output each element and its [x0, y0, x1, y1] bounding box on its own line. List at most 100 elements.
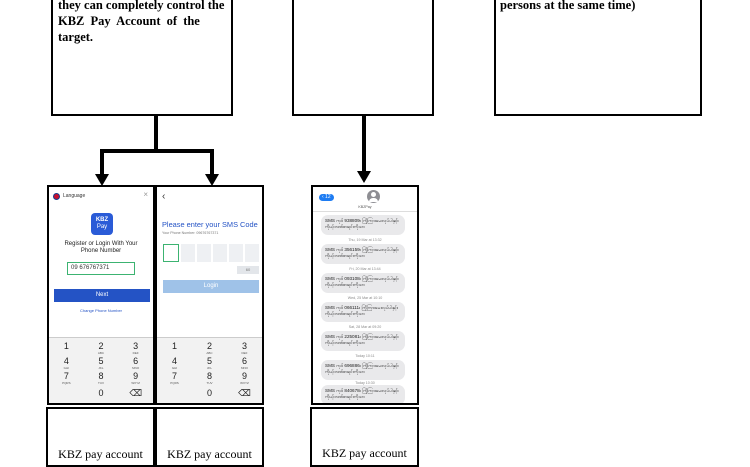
contact-name: KBZPay	[358, 205, 372, 209]
code-box[interactable]	[163, 244, 179, 262]
next-button-label: Next	[95, 292, 109, 298]
sms-timestamp: Today 10:30	[355, 381, 375, 385]
bottom-box-2: KBZ pay account	[155, 407, 264, 467]
sms-timestamp: Sat, 28 Mar at 09:20	[348, 325, 382, 329]
next-button[interactable]: Next	[54, 289, 150, 302]
arrowhead-3	[357, 171, 371, 183]
sms-timestamp: Today 10:11	[355, 354, 375, 358]
connector-vertical-left	[154, 116, 158, 151]
keypad-row: 0 ⌫	[157, 389, 262, 398]
phone-screenshot-sms-inbox: ‹ 12 KBZPay SMS ကုဒ် 938809။ ကြိုကြားမေး…	[311, 185, 419, 405]
sms-bubble: SMS ကုဒ် 840678။ ကြိုကြားမေးလုပ်ပါနှင့်။…	[321, 385, 405, 403]
caption-3: KBZ pay account	[322, 446, 407, 460]
avatar-head	[371, 192, 376, 197]
sms-bubble: SMS ကုဒ် 938809။ ကြိုကြားမေးလုပ်ပါနှင့်။…	[321, 215, 405, 235]
bottom-box-3: KBZ pay account	[310, 407, 419, 467]
code-input-boxes[interactable]	[163, 244, 259, 262]
bottom-box-1: KBZ pay account	[46, 407, 155, 467]
connector-horizontal	[100, 149, 214, 153]
sms-timestamp: Thu, 19 Mar at 13:32	[348, 238, 382, 242]
kbz-pay-logo: KBZ Pay	[91, 213, 113, 235]
connector-drop-1	[100, 149, 104, 175]
keypad-key[interactable]: 0	[206, 388, 212, 398]
login-button[interactable]: Login	[163, 280, 259, 293]
phone-screenshot-sms-code: ‹ Please enter your SMS Code Your Phone …	[155, 185, 264, 405]
connector-vertical-middle	[362, 116, 366, 172]
sms-bubble: SMS ကုဒ် 225081။ ကြိုကြားမေးလုပ်ပါနှင့်။…	[321, 331, 405, 351]
back-badge[interactable]: ‹ 12	[319, 194, 334, 201]
resend-timer-button[interactable]: 60	[237, 266, 259, 274]
keypad-key[interactable]: 0	[98, 388, 104, 398]
code-box[interactable]	[197, 244, 211, 262]
backspace-icon[interactable]: ⌫	[129, 388, 143, 398]
header-divider	[313, 211, 417, 212]
language-flag-icon	[53, 193, 60, 200]
contact-avatar	[367, 190, 380, 203]
logo-text-bottom: Pay	[96, 224, 108, 230]
top-right-box-text: persons at the same time)	[500, 0, 698, 13]
language-label[interactable]: Language	[63, 193, 86, 199]
avatar-body	[369, 198, 378, 202]
arrowhead-1	[95, 174, 109, 186]
heading-line-2: Phone Number	[80, 248, 122, 254]
text-line: persons at the same time)	[500, 0, 636, 12]
top-left-box-text: they can completely control the KBZ Pay …	[58, 0, 228, 45]
close-icon[interactable]: ×	[143, 190, 148, 199]
text-line: they can completely control the	[58, 0, 225, 12]
top-middle-box	[292, 0, 434, 116]
top-left-box: they can completely control the KBZ Pay …	[51, 0, 233, 116]
keypad-key	[49, 389, 84, 398]
code-box[interactable]	[245, 244, 259, 262]
sms-code-title: Please enter your SMS Code	[162, 220, 258, 229]
connector-drop-2	[210, 149, 214, 175]
code-box[interactable]	[181, 244, 195, 262]
top-right-box: persons at the same time)	[494, 0, 702, 116]
phone-screenshot-login: Language × KBZ Pay Register or Login Wit…	[47, 185, 155, 405]
sms-bubble: SMS ကုဒ် 066111။ ကြိုကြားမေးလုပ်ပါနှင့်။…	[321, 302, 405, 322]
code-box[interactable]	[229, 244, 243, 262]
heading-line-1: Register or Login With Your	[64, 241, 138, 247]
keypad-key	[157, 389, 192, 398]
sms-bubble: SMS ကုဒ် 696886။ ကြိုကြားမေးလုပ်ပါနှင့်။…	[321, 360, 405, 380]
keypad-key[interactable]: 1	[171, 341, 177, 351]
keypad-key[interactable]: 1	[63, 341, 69, 351]
logo-text-top: KBZ	[95, 217, 109, 223]
arrowhead-2	[205, 174, 219, 186]
phone-number-input[interactable]: 09 676767371	[67, 262, 135, 275]
sms-timestamp: Fri, 20 Mar at 13:44	[349, 267, 381, 271]
sms-code-subtitle: Your Phone Number: 09676767371	[162, 231, 219, 235]
sms-timestamp: Wed, 25 Mar at 10:10	[347, 296, 383, 300]
caption-1: KBZ pay account	[58, 447, 143, 461]
caption-2: KBZ pay account	[167, 447, 252, 461]
back-icon[interactable]: ‹	[162, 191, 166, 202]
code-box[interactable]	[213, 244, 227, 262]
backspace-icon[interactable]: ⌫	[238, 388, 251, 398]
sms-bubble: SMS ကုဒ် 093108။ ကြိုကြားမေးလုပ်ပါနှင့်။…	[321, 273, 405, 293]
phone-number-value: 09 676767371	[71, 265, 110, 271]
login-button-label: Login	[203, 283, 219, 289]
change-phone-number-link[interactable]: Change Phone Number	[79, 308, 123, 313]
sms-bubble: SMS ကုဒ် 356159။ ကြိုကြားမေးလုပ်ပါနှင့်။…	[321, 244, 405, 264]
text-line: KBZ Pay Account of the	[58, 14, 200, 28]
